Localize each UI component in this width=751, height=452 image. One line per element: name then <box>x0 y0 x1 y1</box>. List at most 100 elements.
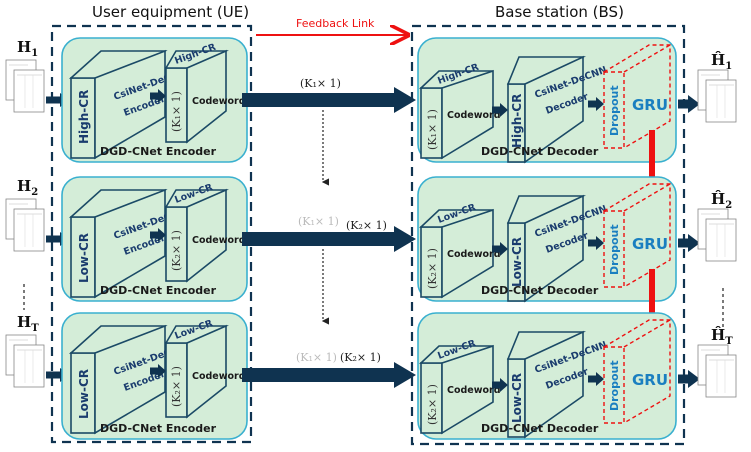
decoder-internal-arrow-2 <box>588 97 604 111</box>
output-matrix-h2 <box>697 208 737 262</box>
decoder-cr-label: Low-CR <box>510 373 524 423</box>
encoder-net-box-side <box>94 188 166 299</box>
encoder-codeword-dim: (K₂× 1) <box>170 366 183 407</box>
output-arrow <box>678 234 700 252</box>
feedback-link-label: Feedback Link <box>296 17 375 30</box>
matrix-page-front <box>13 344 45 388</box>
output-label-h2: Ĥ2 <box>711 190 732 211</box>
decoder-title: DGD-CNet Decoder <box>481 422 599 435</box>
dropout-box <box>603 346 625 424</box>
transmission-arrow-2 <box>242 226 416 252</box>
decoder-title: DGD-CNet Decoder <box>481 145 599 158</box>
encoder-codeword-box-side <box>186 49 227 144</box>
encoder-net-box-front <box>70 352 96 434</box>
gru-box-edge <box>623 183 671 212</box>
output-label-h3: ĤT <box>711 326 733 347</box>
dropout-box <box>603 71 625 149</box>
output-label-h2-sub: 2 <box>725 200 732 211</box>
dropout-label: Dropout <box>608 224 621 275</box>
output-label-h1-sub: 1 <box>725 61 732 72</box>
decoder-internal-arrow-1 <box>492 103 508 117</box>
dropout-label: Dropout <box>608 360 621 411</box>
encoder-cr-label: High-CR <box>77 90 91 144</box>
decoder-codeword-dim: (K₁× 1) <box>426 109 439 150</box>
input-matrix-h1 <box>5 59 45 113</box>
matrix-page-front <box>705 79 737 123</box>
bs-section-title: Base station (BS) <box>495 3 624 21</box>
gru-box <box>603 183 671 288</box>
decoder-internal-arrow-1 <box>492 242 508 256</box>
gru-label: GRU <box>632 235 668 253</box>
link-dim-label: (K₁× 1) <box>300 77 341 90</box>
output-label-h2-main: Ĥ <box>711 190 725 208</box>
gru-box-edge <box>623 319 671 348</box>
gru-label: GRU <box>632 371 668 389</box>
decoder-codeword-box-side <box>441 69 494 160</box>
input-label-h1-main: H <box>17 38 31 56</box>
decoder-codeword-label: Codeword <box>447 249 501 260</box>
encoder-codeword-label: Codeword <box>192 96 246 107</box>
encoder-codeword-label: Codeword <box>192 371 246 382</box>
decoder-net-box-side <box>524 194 584 303</box>
link-dim-faded: (K₁× 1) <box>298 215 339 228</box>
dropout-label: Dropout <box>608 85 621 136</box>
input-label-h3: HT <box>17 313 39 334</box>
dropout-box <box>603 210 625 288</box>
link-dim-faded: (K₁× 1) <box>296 351 337 364</box>
decoder-cr-label: High-CR <box>510 94 524 148</box>
transmission-arrow-3 <box>242 362 416 388</box>
encoder-net-box-side <box>94 324 166 435</box>
encoder-codeword-box-side <box>186 188 227 283</box>
output-label-h1: Ĥ1 <box>711 51 732 72</box>
decoder-internal-arrow-2 <box>588 236 604 250</box>
encoder-cr-label: Low-CR <box>77 233 91 283</box>
output-label-h3-main: Ĥ <box>711 326 725 344</box>
gru-state-link <box>649 130 655 179</box>
decoder-internal-arrow-2 <box>588 372 604 386</box>
input-label-h1: H1 <box>17 38 38 59</box>
encoder-codeword-dim: (K₁× 1) <box>170 91 183 132</box>
decoder-codeword-label: Codeword <box>447 110 501 121</box>
decoder-net-box-side <box>524 55 584 164</box>
input-matrix-h3 <box>5 334 45 388</box>
decoder-codeword-dim: (K₂× 1) <box>426 384 439 425</box>
gru-box <box>603 44 671 149</box>
decoder-codeword-dim: (K₂× 1) <box>426 248 439 289</box>
encoder-codeword-label: Codeword <box>192 235 246 246</box>
decoder-net-box-side <box>524 330 584 439</box>
link-dim-label: (K₂× 1) <box>340 351 381 364</box>
output-matrix-h3 <box>697 344 737 398</box>
encoder-codeword-dim: (K₂× 1) <box>170 230 183 271</box>
output-label-h1-main: Ĥ <box>711 51 725 69</box>
matrix-page-front <box>705 354 737 398</box>
output-arrow <box>678 95 700 113</box>
link-dim-label: (K₂× 1) <box>346 219 387 232</box>
output-arrow <box>678 370 700 388</box>
output-label-h3-sub: T <box>725 336 733 347</box>
gru-label: GRU <box>632 96 668 114</box>
encoder-title: DGD-CNet Encoder <box>100 284 217 297</box>
encoder-net-box-side <box>94 49 166 160</box>
gru-state-link <box>649 269 655 315</box>
decoder-codeword-box-side <box>441 208 494 299</box>
gru-box-edge <box>623 44 671 73</box>
encoder-internal-arrow <box>150 89 166 103</box>
input-label-h2: H2 <box>17 177 38 198</box>
encoder-internal-arrow <box>150 364 166 378</box>
encoder-title: DGD-CNet Encoder <box>100 422 217 435</box>
decoder-title: DGD-CNet Decoder <box>481 284 599 297</box>
input-label-h3-main: H <box>17 313 31 331</box>
matrix-page-front <box>13 69 45 113</box>
matrix-page-front <box>705 218 737 262</box>
decoder-cr-label: Low-CR <box>510 237 524 287</box>
encoder-title: DGD-CNet Encoder <box>100 145 217 158</box>
encoder-internal-arrow <box>150 228 166 242</box>
encoder-codeword-box-side <box>186 324 227 419</box>
encoder-net-box-front <box>70 77 96 159</box>
input-label-h1-sub: 1 <box>31 48 38 59</box>
bs-boundary <box>410 24 686 446</box>
